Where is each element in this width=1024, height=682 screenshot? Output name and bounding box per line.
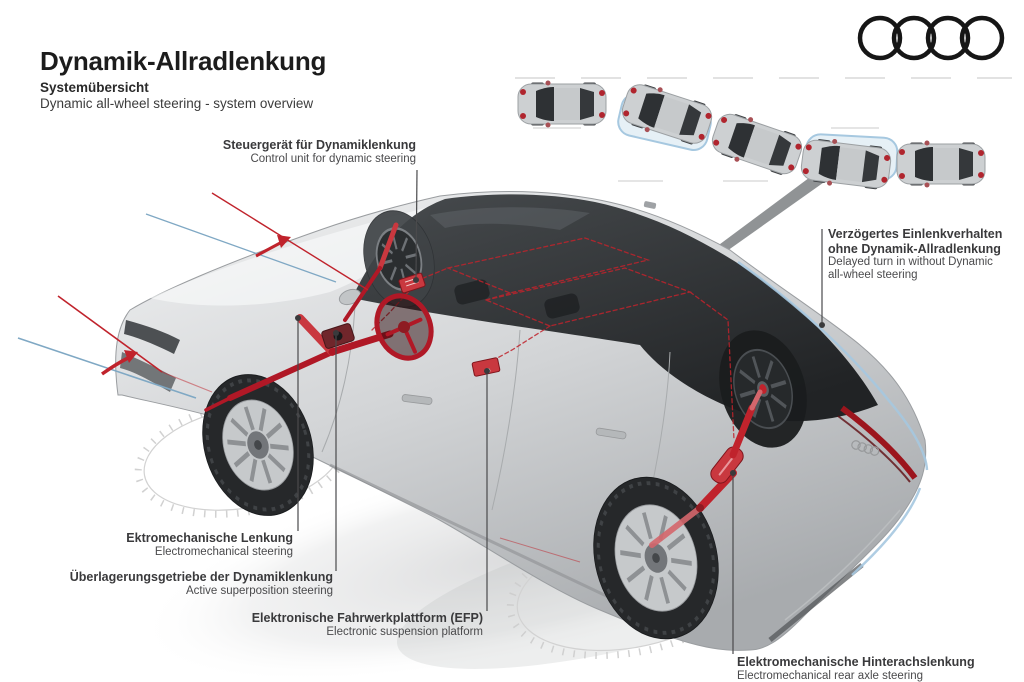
leader-lines — [297, 169, 823, 654]
callout-rear-steering-de: Elektromechanische Hinterachslenkung — [737, 655, 975, 669]
subtitle-german: Systemübersicht — [40, 80, 149, 96]
red-angle-line-ground — [57, 295, 163, 373]
callout-efp: Elektronische Fahrwerkplattform (EFP) El… — [203, 611, 483, 639]
leader-dots — [295, 277, 825, 476]
roof-reflection — [430, 207, 590, 230]
callout-front-steering-en: Electromechanical steering — [154, 545, 293, 558]
blue-angle-line-ground — [17, 337, 197, 399]
callout-control-unit: Steuergerät für Dynamiklenkung Control u… — [156, 138, 416, 166]
mini-car-5 — [896, 140, 986, 188]
front-strut — [377, 222, 399, 271]
page-title: Dynamik-Allradlenkung — [40, 46, 327, 76]
red-arrowhead-ground — [124, 350, 138, 363]
lane-change-sequence — [517, 77, 986, 194]
red-angle-line-hood — [211, 192, 369, 291]
door-handle — [595, 427, 627, 440]
seat — [544, 293, 580, 319]
mini-car-1 — [517, 80, 607, 128]
callout-delayed-de2: ohne Dynamik-Allradlenkung — [828, 241, 1001, 256]
roof-antenna — [643, 201, 657, 209]
rear-diffuser — [768, 563, 864, 642]
door-seam — [491, 329, 521, 511]
steering-system-red — [204, 222, 763, 548]
red-angle-line-ext — [161, 371, 213, 393]
steering-angle-lines — [17, 192, 581, 563]
red-rear-ground-line — [499, 537, 581, 563]
mini-car-3 — [707, 106, 807, 182]
callout-front-steering: Ektromechanische Lenkung Electromechanic… — [53, 531, 293, 559]
blue-angle-line-hood — [145, 213, 337, 283]
steering-wheel — [374, 293, 434, 361]
tail-light — [840, 405, 918, 480]
door-handle — [401, 394, 433, 405]
red-arrow-ground — [100, 356, 129, 376]
red-arrow-hood — [255, 240, 283, 258]
header: Dynamik-Allradlenkung Systemübersicht Dy… — [40, 46, 327, 112]
perspective-wedge-line — [704, 166, 837, 263]
hood-highlight — [150, 206, 432, 306]
callout-delayed-de1: Verzögertes Einlenkverhalten — [828, 227, 1003, 241]
subtitle-english: Dynamic all-wheel steering - system over… — [40, 96, 314, 112]
rear-joint — [696, 504, 704, 512]
callout-efp-de: Elektronische Fahrwerkplattform (EFP) — [251, 611, 483, 625]
side-mirror — [338, 288, 362, 306]
callout-superposition-de: Überlagerungsgetriebe der Dynamiklenkung — [69, 570, 333, 584]
callout-superposition: Überlagerungsgetriebe der Dynamiklenkung… — [33, 570, 333, 598]
callout-delayed-en1: Delayed turn in without Dynamic — [828, 256, 993, 268]
leader-control-unit — [415, 169, 418, 278]
red-arrowhead-hood — [277, 235, 291, 248]
rocker-line — [329, 463, 616, 602]
callout-delayed-en2: all-wheel steering — [828, 269, 918, 282]
rear-upper-link — [729, 404, 756, 459]
tail-light-lower — [837, 415, 911, 483]
callout-front-steering-de: Ektromechanische Lenkung — [126, 531, 293, 545]
bumper-crease — [784, 509, 901, 621]
trunk-rings-icon — [851, 440, 880, 456]
door-seam — [321, 305, 356, 453]
callout-control-unit-de: Steuergerät für Dynamiklenkung — [222, 138, 416, 152]
callout-delayed-turn: Verzögertes Einlenkverhalten ohne Dynami… — [828, 227, 1018, 283]
rear-hub-link — [749, 389, 763, 411]
steering-rack — [227, 349, 335, 401]
delayed-ghost-outline — [737, 260, 929, 576]
callout-superposition-en: Active superposition steering — [185, 584, 333, 597]
tie-rod — [204, 396, 232, 412]
headlight — [124, 320, 180, 354]
front-left-wheel — [202, 374, 314, 516]
callout-control-unit-en: Control unit for dynamic steering — [250, 152, 416, 165]
seat — [454, 279, 490, 305]
rear-halfshaft — [649, 505, 703, 548]
suspension-arm — [343, 266, 382, 322]
front-grille — [120, 352, 176, 392]
callout-rear-steering: Elektromechanische Hinterachslenkung Ele… — [737, 655, 1024, 682]
audi-rings-icon — [856, 14, 1008, 64]
callout-efp-en: Electronic suspension platform — [326, 625, 483, 638]
callout-rear-steering-en: Electromechanical rear axle steering — [737, 669, 924, 682]
dynamic-steering-control-unit — [398, 272, 426, 294]
